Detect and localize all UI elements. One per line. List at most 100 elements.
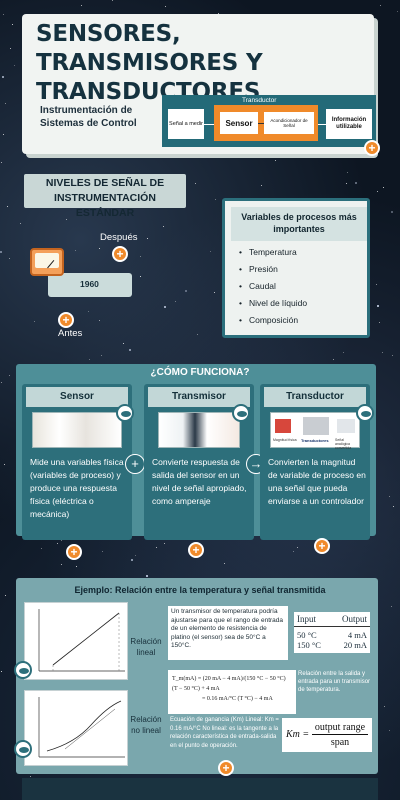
description-card: Un transmisor de temperatura podría ajus… (168, 606, 288, 660)
star (9, 375, 10, 376)
star (7, 206, 8, 207)
star (76, 566, 77, 567)
km-numerator: output range (312, 722, 368, 735)
img-label: Señal analógica convertida (335, 438, 352, 450)
formula-line: = 0.16 mA/°C (T °C) − 4 mA (202, 696, 273, 702)
star (377, 191, 378, 192)
eye-icon[interactable] (356, 404, 374, 422)
star (175, 301, 176, 302)
sensor-image (32, 412, 122, 448)
plus-marker-icon[interactable]: + (66, 544, 82, 560)
star (380, 5, 381, 6)
star (3, 14, 4, 15)
star (355, 182, 357, 184)
star (88, 311, 89, 312)
variables-list: Temperatura Presión Caudal Nivel de líqu… (239, 247, 307, 332)
after-label: Después (100, 232, 138, 243)
star (75, 250, 76, 251)
plus-marker-icon[interactable]: + (58, 312, 74, 328)
star (123, 343, 124, 344)
linear-graph (24, 602, 128, 680)
formula-line: T_m(mA) = (20 mA − 4 mA)/(150 °C − 50 °C… (172, 676, 286, 692)
nonlinear-graph-plot (38, 697, 125, 758)
star (391, 606, 392, 607)
output-block: Información utilizable (326, 109, 372, 139)
star (392, 355, 393, 356)
column-text: Mide una variables física (variables de … (30, 457, 124, 519)
eye-icon[interactable] (14, 661, 32, 679)
linear-graph-plot (38, 609, 125, 672)
star (260, 154, 261, 155)
io-header-input: Input (297, 614, 316, 624)
star (218, 13, 219, 14)
plus-marker-icon[interactable]: + (314, 538, 330, 554)
star (99, 248, 100, 249)
star (0, 251, 2, 253)
star (4, 464, 5, 465)
arrow-3 (318, 124, 326, 125)
io-header-output: Output (341, 614, 367, 624)
plus-marker-icon[interactable]: + (364, 140, 380, 156)
meter-icon (30, 248, 64, 276)
eye-icon[interactable] (232, 404, 250, 422)
star (393, 506, 394, 507)
como-funciona-title: ¿CÓMO FUNCIONA? (150, 367, 250, 378)
star (129, 349, 131, 351)
star (343, 352, 344, 353)
column-heading: Sensor (26, 387, 128, 407)
linear-label: Relación lineal (130, 637, 162, 657)
km-formula: Km = output range span (282, 718, 372, 752)
transducer-block-diagram: Transductor Señal a medir Sensor Acondic… (162, 95, 376, 147)
table-row: 150 °C 20 mA (294, 640, 370, 653)
star (197, 334, 198, 335)
sensor-column: Sensor Mide una variables física (variab… (22, 384, 132, 540)
plus-operator: + (125, 454, 145, 474)
page-subtitle: Instrumentación de Sistemas de Control (40, 105, 137, 129)
before-label: Antes (58, 328, 83, 339)
star (210, 251, 211, 252)
sensor-block: Sensor (220, 112, 258, 134)
star (215, 199, 216, 200)
star (57, 543, 58, 544)
star (66, 219, 67, 220)
table-cell: 20 mA (343, 640, 367, 650)
variable-item: Presión (239, 264, 307, 281)
io-table-header: Input Output (294, 612, 370, 627)
relation-note: Relación entre la salida y entrada para … (298, 671, 371, 693)
transmisor-image (158, 412, 240, 448)
plus-marker-icon[interactable]: + (112, 246, 128, 262)
star (275, 160, 276, 161)
star (297, 547, 298, 548)
star (61, 540, 62, 541)
io-table: Input Output 50 °C 4 mA 150 °C 20 mA (294, 612, 370, 653)
star (261, 185, 262, 186)
star (14, 65, 15, 66)
star (12, 24, 13, 25)
variable-item: Temperatura (239, 247, 307, 264)
star (347, 172, 348, 173)
star (131, 559, 133, 561)
star (156, 547, 157, 548)
variable-item: Composición (239, 315, 307, 332)
plus-marker-icon[interactable]: + (218, 760, 234, 776)
star (101, 355, 102, 356)
star (9, 258, 10, 259)
eye-icon[interactable] (14, 740, 32, 758)
star (224, 563, 225, 564)
eye-icon[interactable] (116, 404, 134, 422)
star (147, 238, 148, 239)
plus-marker-icon[interactable]: + (188, 542, 204, 558)
transductor-image: Magnitud física Transductores Señal anal… (270, 412, 360, 450)
star (384, 706, 385, 707)
column-heading: Transductor (264, 387, 366, 407)
star (102, 551, 103, 552)
arrow-1 (204, 124, 214, 125)
star (10, 48, 11, 49)
img-label: Transductores (301, 438, 329, 443)
star (389, 730, 390, 731)
star (379, 322, 380, 323)
star (5, 595, 6, 596)
star (383, 187, 384, 188)
star (164, 543, 165, 544)
star (163, 226, 164, 227)
